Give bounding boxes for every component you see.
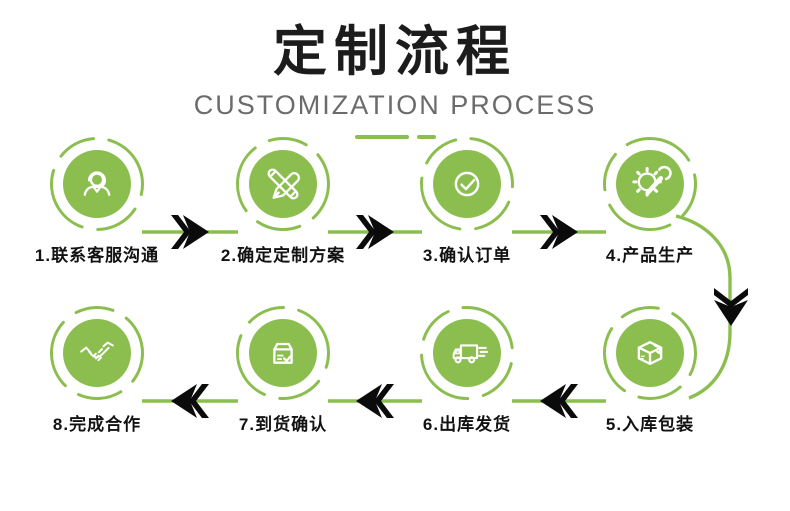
step-2-confirm-plan: 2.确定定制方案 [203,136,363,266]
dashed-ring [50,137,144,231]
package-box-icon [637,341,663,365]
step-circle [616,319,684,387]
check-circle-icon [454,171,480,197]
step-circle [249,150,317,218]
step-8-cooperation-complete: 8.完成合作 [17,305,177,435]
step-7-badge [235,305,331,401]
dashed-ring [236,137,330,231]
step-6-shipping: 6.出库发货 [387,305,547,435]
step-label: 4.产品生产 [605,246,695,265]
step-label: 3.确认订单 [422,246,512,265]
page-subtitle: CUSTOMIZATION PROCESS [193,90,597,120]
dashed-ring [420,306,514,400]
arrow-right-icon [540,215,578,249]
divider-long-bar [355,135,409,139]
customer-service-icon [83,171,111,196]
arrow-right-icon [356,215,394,249]
delivery-truck-icon [452,344,489,364]
step-label: 6.出库发货 [422,415,512,434]
step-label: 7.到货确认 [238,415,328,434]
dashed-ring [603,137,697,231]
step-7-arrival-confirm: 7.到货确认 [203,305,363,435]
step-3-badge [419,136,515,232]
dashed-ring [236,306,330,400]
gear-wrench-icon [632,165,672,197]
handshake-icon [80,341,114,362]
step-label: 1.联系客服沟通 [34,246,160,265]
step-label: 2.确定定制方案 [220,246,346,265]
step-label: 8.完成合作 [52,415,142,434]
dashed-ring [420,137,514,231]
step-4-production: 4.产品生产 [570,136,730,266]
arrow-down-icon [714,288,748,326]
step-6-badge [419,305,515,401]
step-circle [63,150,131,218]
step-label: 5.入库包装 [605,415,695,434]
dashed-ring [603,306,697,400]
step-8-badge [49,305,145,401]
step-circle [433,319,501,387]
arrow-left-icon [540,384,578,418]
step-2-badge [235,136,331,232]
arrow-right-icon [171,215,209,249]
step-circle [616,150,684,218]
step-1-contact-service: 1.联系客服沟通 [17,136,177,266]
step-circle [63,319,131,387]
step-5-badge [602,305,698,401]
step-circle [249,319,317,387]
arrival-check-icon [273,342,293,364]
step-circle [433,150,501,218]
page-title: 定制流程 [273,22,517,82]
dashed-ring [50,306,144,400]
arrow-left-icon [171,384,209,418]
arrow-left-icon [356,384,394,418]
step-4-badge [602,136,698,232]
design-pen-icon [267,168,300,200]
step-1-badge [49,136,145,232]
step-3-confirm-order: 3.确认订单 [387,136,547,266]
step-5-packaging: 5.入库包装 [570,305,730,435]
divider-short-bar [417,135,436,139]
